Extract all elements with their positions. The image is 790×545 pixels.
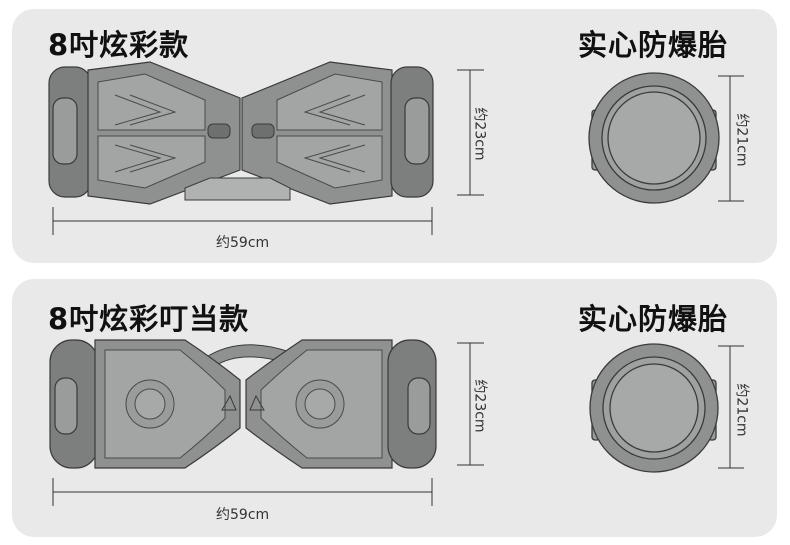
- tire-illustration: [588, 72, 720, 204]
- right-wheel: [390, 66, 434, 198]
- tire-size-label: 约21cm: [733, 383, 750, 437]
- tire-dimension-line: [718, 75, 744, 202]
- tire-illustration: [589, 343, 719, 473]
- width-dimension-line: [52, 207, 433, 235]
- height-dimension-line: [457, 69, 484, 196]
- tire-label: 实心防爆胎: [578, 302, 729, 336]
- width-dimension-line: [52, 478, 433, 506]
- height-dimension-line: [457, 342, 484, 466]
- tire-dimension-line: [718, 345, 744, 469]
- width-label: 约59cm: [216, 507, 270, 523]
- tire-label: 实心防爆胎: [578, 28, 729, 62]
- width-label: 约59cm: [216, 235, 270, 251]
- product-title: 8吋炫彩款: [48, 28, 190, 62]
- left-wheel: [49, 339, 99, 469]
- height-label: 约23cm: [471, 379, 488, 433]
- product-title: 8吋炫彩叮当款: [48, 302, 250, 336]
- right-wheel: [387, 339, 437, 469]
